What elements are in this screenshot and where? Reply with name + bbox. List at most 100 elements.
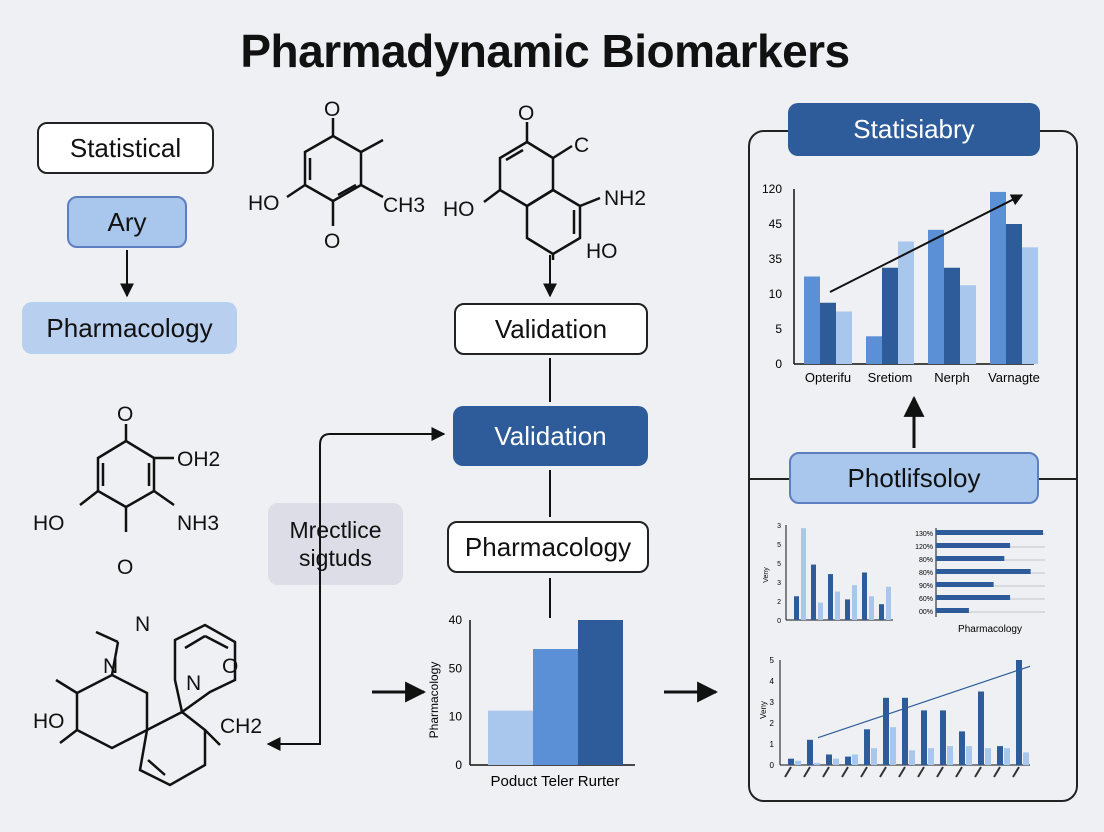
main-chart-ytick: 0 [775, 357, 782, 371]
page-title: Pharmadynamic Biomarkers [240, 25, 850, 77]
m2-o-top: O [518, 102, 534, 125]
small-chart-ytick: 10 [449, 710, 463, 724]
bottom-chart-ylabel: Veny [759, 701, 768, 719]
bottom-chart-tick-label [841, 766, 849, 778]
mini-bar [818, 602, 823, 620]
bottom-chart-bar [883, 697, 889, 765]
statistical-box[interactable]: Statistical [37, 122, 214, 174]
m4-ho: HO [33, 710, 65, 733]
mini-hbar-label: 120% [915, 544, 933, 551]
bottom-chart-bar [978, 691, 984, 765]
pharmacology-box-left[interactable]: Pharmacology [22, 302, 237, 354]
main-chart-bar [836, 311, 852, 364]
photlifsoloy-box[interactable]: Photlifsoloy [789, 452, 1039, 504]
mini-hbar-label: 80% [919, 557, 933, 564]
bottom-chart-bar [902, 697, 908, 765]
bottom-chart-ytick: 2 [770, 719, 775, 728]
mini-bar [801, 528, 806, 620]
m4-o: O [222, 655, 238, 678]
bottom-chart-tick-label [822, 766, 830, 778]
mini-bar [886, 586, 891, 620]
main-chart-category-label: Sretiom [868, 370, 913, 385]
mini-bar-ytick: 5 [777, 542, 781, 549]
molecule-4-labels: N N N O HO CH2 [33, 613, 262, 738]
main-chart-bar [804, 276, 820, 364]
m1-o-top: O [324, 98, 340, 121]
mini-bar [852, 585, 857, 620]
mini-bar [811, 564, 816, 620]
validation-box-top[interactable]: Validation [454, 303, 648, 355]
mini-bar-ytick: 0 [777, 618, 781, 625]
molecule-4 [55, 623, 237, 787]
bottom-chart-bar [864, 729, 870, 765]
small-chart-ytick: 40 [449, 613, 463, 627]
main-chart-ytick: 45 [769, 217, 783, 231]
mini-bar-ytick: 5 [777, 561, 781, 568]
main-chart-ytick: 10 [769, 287, 783, 301]
bottom-chart-bar [940, 710, 946, 765]
validation-box-highlight[interactable]: Validation [453, 406, 648, 466]
main-chart-bar [944, 267, 960, 364]
main-chart-ytick: 35 [769, 252, 783, 266]
bottom-chart-bar [959, 731, 965, 765]
m1-o-bottom: O [324, 230, 340, 253]
molecule-2 [483, 122, 601, 260]
bottom-chart-bar [788, 758, 794, 765]
mini-hbar-bar [936, 595, 1011, 600]
mini-bar [794, 596, 799, 620]
mini-bar [835, 591, 840, 620]
m2-c: C [574, 134, 589, 157]
bottom-chart-tick-label [917, 766, 925, 778]
bottom-chart-ytick: 3 [770, 698, 775, 707]
bottom-chart-bar-pale [966, 746, 972, 765]
molecule-1 [286, 118, 384, 226]
pharmacology-box-center[interactable]: Pharmacology [447, 521, 649, 573]
bottom-chart-tick-label [898, 766, 906, 778]
mini-hbar-label: 130% [915, 531, 933, 538]
mini-bar [862, 572, 867, 620]
mini-bar [828, 574, 833, 620]
mini-hbar-bar [936, 582, 994, 587]
m2-ho: HO [443, 198, 475, 221]
bottom-chart-bar [997, 746, 1003, 765]
bottom-chart-tick-label [936, 766, 944, 778]
main-chart-ytick: 5 [775, 322, 782, 336]
small-chart-ytick: 0 [455, 758, 462, 772]
mini-hbar-label: 60% [919, 596, 933, 603]
small-chart-xlabel: Poduct Teler Rurter [491, 773, 620, 790]
bottom-chart-bar-pale [928, 748, 934, 765]
bottom-chart-bar-pale [814, 762, 820, 765]
bottom-chart-bar-pale [1023, 752, 1029, 765]
loop-connector [266, 427, 446, 751]
bottom-chart-bar-pale [833, 758, 839, 765]
small-chart-ytick: 50 [449, 661, 463, 675]
mini-hbar-chart: 130%120%80%80%90%60%00% Pharmacology [915, 528, 1045, 635]
bottom-chart-bar [1016, 660, 1022, 765]
mini-hbar-bar [936, 543, 1011, 548]
mini-bar [869, 596, 874, 620]
bottom-chart-bar-pale [1004, 748, 1010, 765]
m3-ho: HO [33, 512, 65, 535]
small-chart-bar [578, 620, 623, 765]
m4-n-right: N [186, 672, 201, 695]
main-chart-bar [1006, 224, 1022, 364]
molecule-1-labels: O HO CH3 O [248, 98, 425, 253]
mini-bar-ytick: 3 [777, 580, 781, 587]
molecule-3-labels: O OH2 HO NH3 O [33, 403, 220, 579]
right-panel-header[interactable]: Statisiabry [788, 103, 1040, 156]
m3-nh3: NH3 [177, 512, 219, 535]
mini-hbar-bar [936, 530, 1043, 535]
bottom-chart-tick-label [784, 766, 792, 778]
mini-bar-ylabel: Veny [763, 567, 770, 583]
ary-box[interactable]: Ary [67, 196, 187, 248]
mini-bar [879, 604, 884, 620]
bottom-chart-bar [921, 710, 927, 765]
main-chart-bar [898, 241, 914, 364]
right-main-trend-arrow [829, 194, 1024, 293]
main-chart-category-label: Nerph [934, 370, 969, 385]
small-chart-bar [488, 710, 533, 765]
